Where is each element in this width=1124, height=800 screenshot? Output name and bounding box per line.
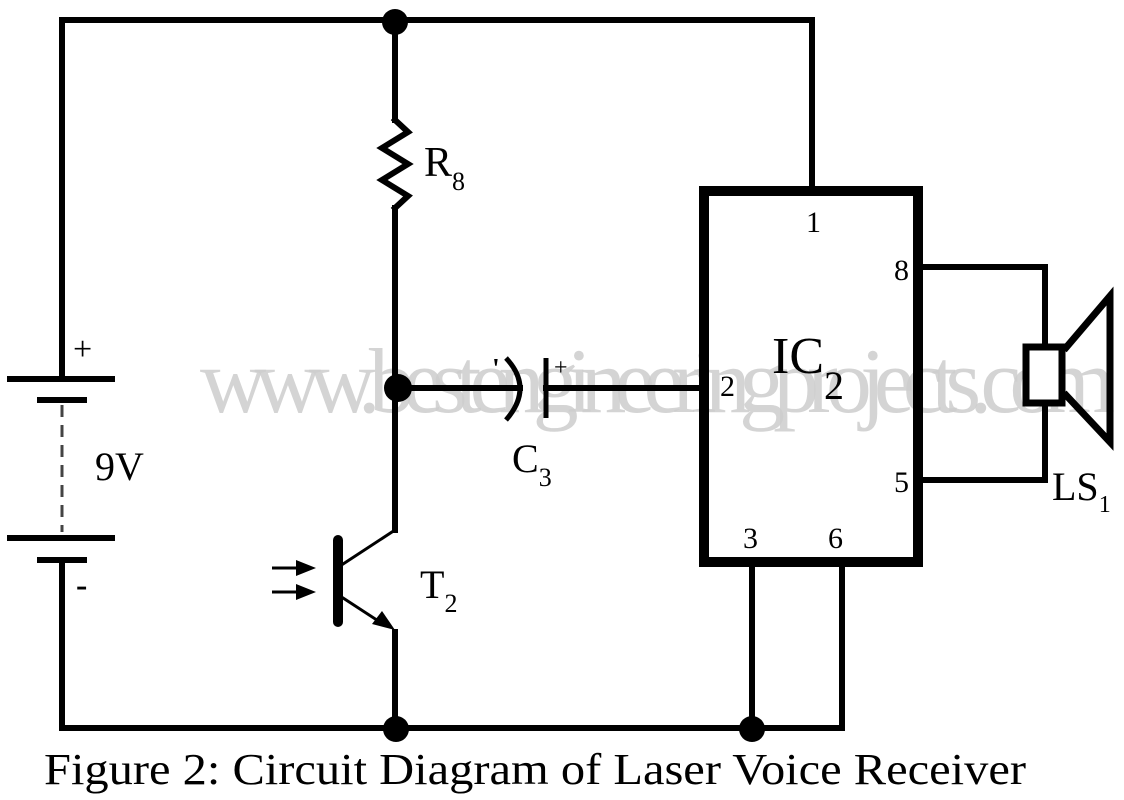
top-rail-wire (59, 17, 815, 378)
ic-pin-5-label: 5 (894, 466, 909, 499)
ic2-body (699, 186, 923, 567)
light-arrow-1-icon (296, 560, 316, 576)
battery-minus-sign: - (76, 567, 87, 604)
ic-pin-8-label: 8 (894, 254, 909, 287)
capacitor-minus-sign: ' (492, 354, 500, 385)
ic-pin-2-label: 2 (720, 370, 735, 403)
capacitor-plus-sign: + (554, 355, 568, 381)
transistor-collector (339, 528, 396, 568)
battery-plus-sign: + (73, 331, 92, 368)
ic2-label: IC2 (772, 328, 844, 408)
ic-pin8-speaker-wire (919, 264, 1048, 349)
watermark-text: www.bestengineeringprojects.com (200, 330, 1115, 432)
battery-voltage-label: 9V (95, 444, 144, 489)
bottom-rail-wire (59, 557, 845, 731)
speaker-cone-icon (1061, 286, 1114, 451)
ic-pin5-speaker-wire (919, 400, 1048, 483)
transistor-emitter-arrow-icon (372, 611, 395, 630)
light-arrow-2-icon (296, 584, 316, 600)
ic-pin-3-label: 3 (743, 522, 758, 555)
capacitor-curved-plate (504, 356, 523, 422)
figure-caption: Figure 2: Circuit Diagram of Laser Voice… (44, 745, 1026, 794)
resistor-r8 (376, 115, 414, 213)
transistor-label: T2 (420, 562, 457, 618)
resistor-label: R8 (424, 140, 465, 196)
ic-pin-6-label: 6 (828, 522, 843, 555)
speaker-magnet (1022, 343, 1066, 407)
ic-pin-1-label: 1 (806, 206, 821, 239)
capacitor-label: C3 (512, 436, 552, 492)
speaker-label: LS1 (1052, 464, 1111, 518)
